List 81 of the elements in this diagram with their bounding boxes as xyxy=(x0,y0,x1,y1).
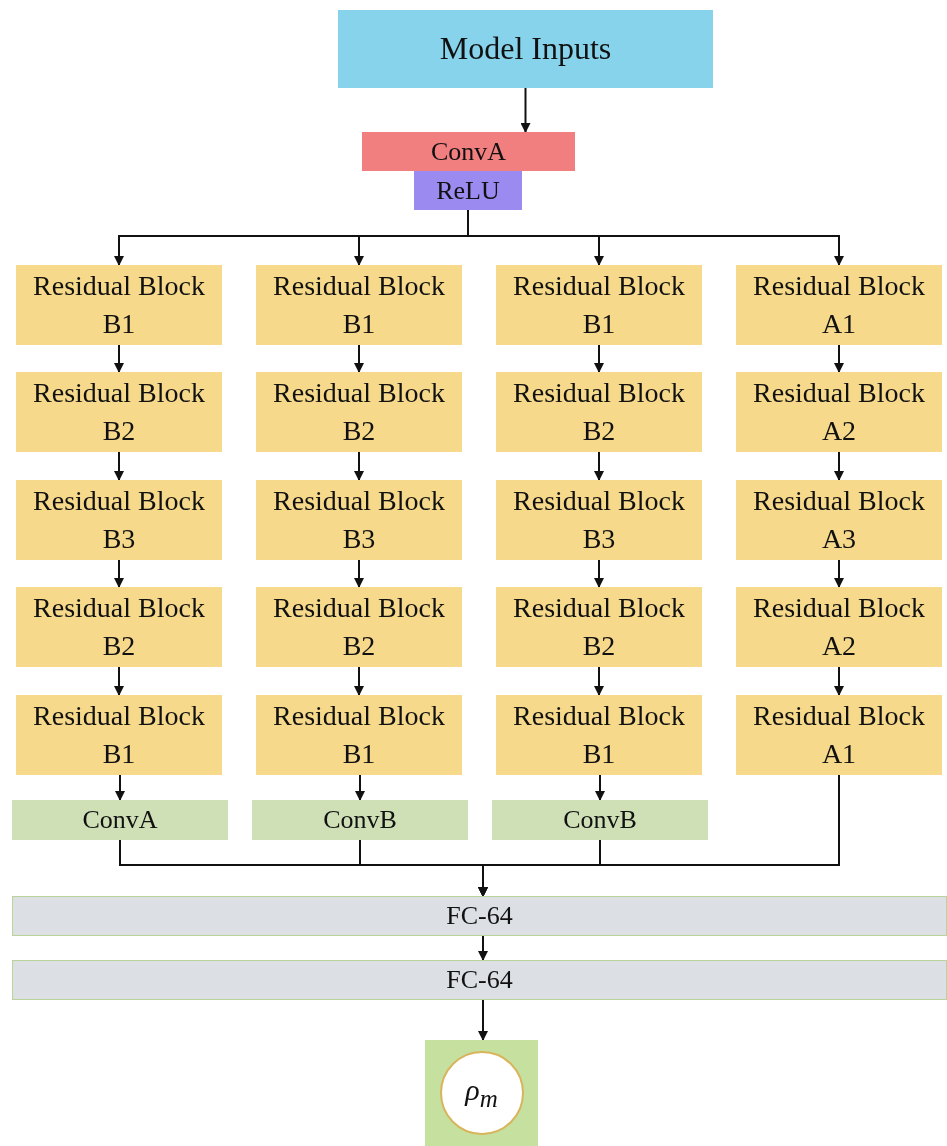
residual-block-box xyxy=(16,587,222,667)
arrow xyxy=(595,774,605,801)
relu-box xyxy=(414,171,522,210)
arrow xyxy=(354,559,364,588)
residual-block-box xyxy=(496,265,702,345)
node-label: Model Inputs xyxy=(439,29,612,69)
residual-block-box xyxy=(736,587,942,667)
node-label: Residual Block B3 xyxy=(32,484,206,556)
node-label: Residual Block B1 xyxy=(512,699,686,771)
node-label: ρ$_{m}$ xyxy=(465,1072,498,1115)
node-label: Residual Block A3 xyxy=(752,484,926,556)
node-label: Residual Block B2 xyxy=(32,376,206,448)
arrow xyxy=(478,935,488,961)
input-box xyxy=(338,10,713,88)
arrow xyxy=(355,774,365,801)
residual-block-box xyxy=(16,480,222,560)
node-label: Residual Block B1 xyxy=(272,699,446,771)
node-label: Residual Block B2 xyxy=(512,591,686,663)
arrow xyxy=(834,666,844,696)
node-label: Residual Block B1 xyxy=(512,269,686,341)
arrow xyxy=(834,344,844,373)
node-label: ConvB xyxy=(323,804,397,837)
node-label: ConvA xyxy=(82,804,158,837)
residual-block-box xyxy=(496,480,702,560)
node-label: ConvA xyxy=(430,135,507,168)
node-label: Residual Block B2 xyxy=(272,376,446,448)
conv-box xyxy=(362,132,575,171)
node-label: Residual Block B1 xyxy=(32,699,206,771)
arrow xyxy=(354,451,364,481)
node-label: Residual Block B3 xyxy=(272,484,446,556)
arrow xyxy=(594,559,604,588)
residual-block-box xyxy=(256,480,462,560)
arrow xyxy=(354,344,364,373)
arrow xyxy=(354,666,364,696)
conv-box xyxy=(12,800,228,840)
node-label: ConvB xyxy=(563,804,637,837)
residual-block-box xyxy=(256,587,462,667)
residual-block-box xyxy=(256,695,462,775)
arrow xyxy=(114,344,124,373)
residual-block-box xyxy=(496,695,702,775)
conv-box xyxy=(492,800,708,840)
arrow xyxy=(114,666,124,696)
node-label: Residual Block B1 xyxy=(32,269,206,341)
arrow xyxy=(114,559,124,588)
node-label: Residual Block B2 xyxy=(272,591,446,663)
node-label: Residual Block A2 xyxy=(752,591,926,663)
output-box xyxy=(425,1040,538,1146)
residual-block-box xyxy=(496,587,702,667)
node-label: Residual Block B1 xyxy=(272,269,446,341)
residual-block-box xyxy=(736,265,942,345)
residual-block-box xyxy=(736,480,942,560)
node-label: Residual Block A2 xyxy=(752,376,926,448)
node-label: Residual Block A1 xyxy=(752,269,926,341)
residual-block-box xyxy=(16,265,222,345)
arrow xyxy=(478,774,840,897)
conv-box xyxy=(252,800,468,840)
arrow xyxy=(594,666,604,696)
node-label: Residual Block B2 xyxy=(512,376,686,448)
node-label: Residual Block B2 xyxy=(32,591,206,663)
fully-connected-box xyxy=(12,960,947,1000)
arrow xyxy=(478,999,488,1041)
arrow xyxy=(834,559,844,588)
arrow xyxy=(114,451,124,481)
node-label: Residual Block B3 xyxy=(512,484,686,556)
node-label: Residual Block A1 xyxy=(752,699,926,771)
residual-block-box xyxy=(496,372,702,452)
arrow xyxy=(594,344,604,373)
residual-block-box xyxy=(256,372,462,452)
residual-block-box xyxy=(16,372,222,452)
arrow xyxy=(115,774,125,801)
arrow xyxy=(594,451,604,481)
node-label: FC-64 xyxy=(446,900,513,933)
node-label: FC-64 xyxy=(446,964,513,997)
residual-block-box xyxy=(16,695,222,775)
residual-block-box xyxy=(256,265,462,345)
residual-block-box xyxy=(736,695,942,775)
fully-connected-box xyxy=(12,896,947,936)
residual-block-box xyxy=(736,372,942,452)
arrow xyxy=(834,451,844,481)
node-label: ReLU xyxy=(436,174,500,207)
arrow xyxy=(520,87,531,133)
